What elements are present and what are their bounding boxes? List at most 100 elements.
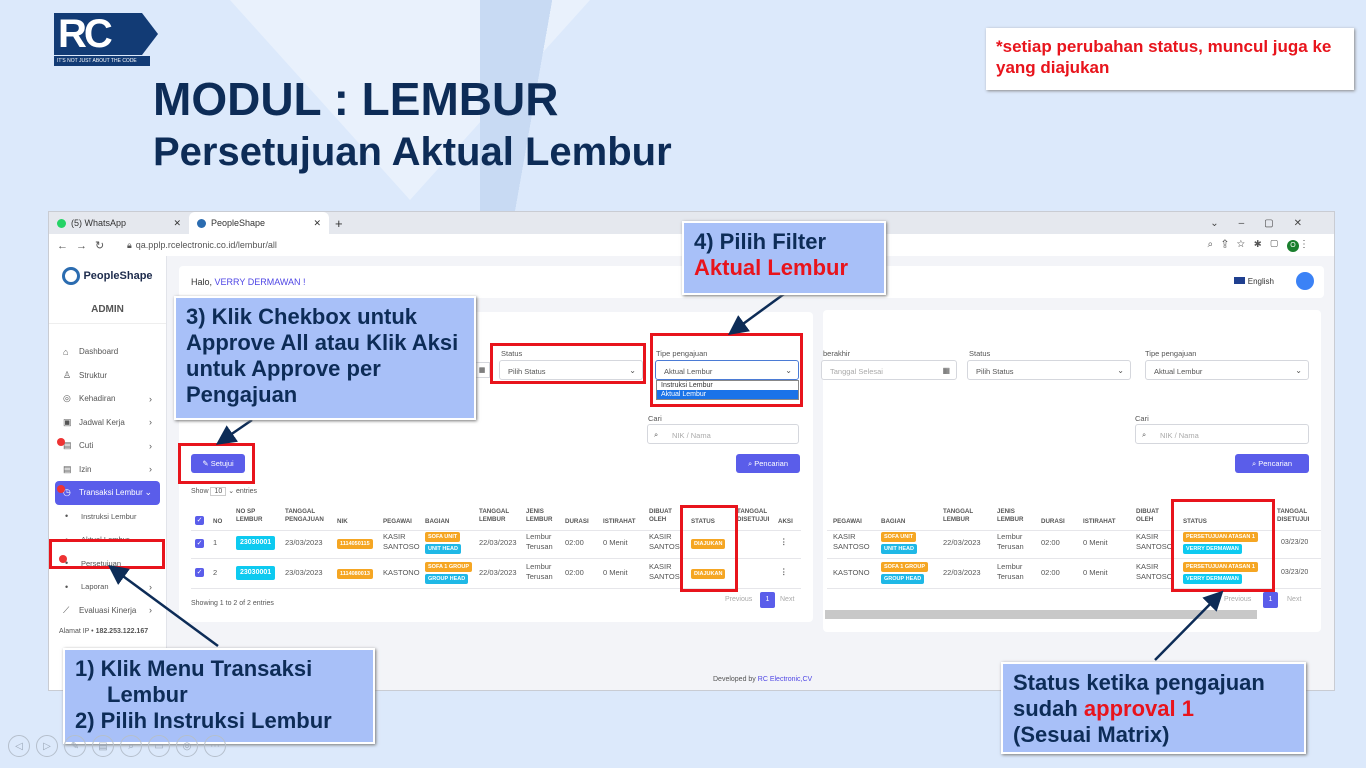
user-avatar[interactable]: [1296, 272, 1314, 290]
footer: Developed by RC Electronic,CV: [713, 676, 813, 683]
subtitle-icon[interactable]: ▭: [148, 735, 170, 757]
status-select[interactable]: Pilih Status⌄: [499, 360, 643, 380]
sidebar-item-jadwal[interactable]: ▣Jadwal Kerja›: [63, 416, 152, 428]
pointer-icon[interactable]: ◎: [176, 735, 198, 757]
th-jenis[interactable]: JENIS LEMBUR: [997, 508, 1024, 523]
th-bagian[interactable]: BAGIAN: [881, 518, 906, 525]
sidebar-item-struktur[interactable]: ♙Struktur: [63, 369, 108, 380]
th-status[interactable]: STATUS: [691, 518, 715, 525]
page-length[interactable]: Show 10 ⌄ entries: [191, 487, 258, 496]
new-tab-icon[interactable]: +: [335, 215, 343, 231]
sidebar-item-instruksi-lembur[interactable]: •Instruksi Lembur: [65, 511, 137, 522]
callout-status: Status ketika pengajuan sudah approval 1…: [1001, 662, 1306, 754]
sidebar-item-evaluasi[interactable]: ⟋Evaluasi Kinerja›: [63, 604, 152, 616]
th-status[interactable]: STATUS: [1183, 518, 1207, 525]
th-disetujui[interactable]: TANGGAL DISETUJUI: [1277, 508, 1310, 523]
page-1[interactable]: 1: [1263, 592, 1278, 608]
row-approved-date: 03/23/20: [1281, 569, 1309, 576]
row-action-menu[interactable]: ⋮: [780, 537, 788, 546]
th-tgl-lembur[interactable]: TANGGAL LEMBUR: [943, 508, 974, 523]
close-icon[interactable]: ✕: [173, 217, 181, 228]
th-bagian[interactable]: BAGIAN: [425, 518, 450, 525]
bg-shape: [480, 0, 620, 230]
option-aktual[interactable]: Aktual Lembur: [657, 390, 798, 399]
row-break: 0 Menit: [1083, 568, 1108, 577]
type-select[interactable]: Aktual Lembur⌄: [655, 360, 799, 380]
tab-whatsapp[interactable]: (5) WhatsApp✕: [49, 212, 189, 234]
type-select-2[interactable]: Aktual Lembur⌄: [1145, 360, 1309, 380]
dept-badge: SOFA 1 GROUP: [425, 562, 473, 572]
sp-number[interactable]: 23030001: [236, 536, 276, 550]
row-break: 0 Menit: [1083, 538, 1108, 547]
window-controls[interactable]: ⌄–▢✕: [1210, 217, 1322, 229]
th-sp[interactable]: NO SP LEMBUR: [236, 508, 263, 523]
row-checkbox[interactable]: ✓: [195, 539, 204, 548]
pen-icon[interactable]: ✎: [64, 735, 86, 757]
th-tgl-lembur[interactable]: TANGGAL LEMBUR: [479, 508, 510, 523]
close-icon[interactable]: ✕: [313, 217, 321, 228]
tab-peopleshape[interactable]: PeopleShape✕: [189, 212, 329, 234]
th-disetujui[interactable]: TANGGAL DISETUJUI: [737, 508, 770, 523]
next-slide-icon[interactable]: ▷: [36, 735, 58, 757]
th-aksi[interactable]: AKSI: [778, 518, 793, 525]
prev-slide-icon[interactable]: ◁: [8, 735, 30, 757]
horizontal-scrollbar[interactable]: [825, 610, 1257, 619]
sidebar-item-kehadiran[interactable]: ◎Kehadiran›: [63, 393, 152, 404]
language-switch[interactable]: English: [1233, 277, 1274, 286]
row-checkbox[interactable]: ✓: [195, 568, 204, 577]
th-pegawai[interactable]: PEGAWAI: [383, 518, 412, 525]
status-badge: DIAJUKAN: [691, 539, 726, 549]
sidebar-item-dashboard[interactable]: ⌂Dashboard: [63, 346, 119, 357]
option-instruksi[interactable]: Instruksi Lembur: [661, 382, 713, 389]
page-title: MODUL : LEMBUR: [153, 73, 559, 125]
row-approved-date: 03/23/20: [1281, 539, 1309, 546]
th-jenis[interactable]: JENIS LEMBUR: [526, 508, 553, 523]
th-istirahat[interactable]: ISTIRAHAT: [603, 518, 636, 525]
next-page[interactable]: Next: [780, 596, 795, 603]
fingerprint-icon: ◎: [63, 393, 71, 404]
sp-number[interactable]: 23030001: [236, 566, 276, 580]
search-input-2[interactable]: ⌕NIK / Nama: [1135, 424, 1309, 444]
select-all-checkbox[interactable]: ✓: [195, 516, 204, 525]
url-field[interactable]: qa.pplp.rcelectronic.co.id/lembur/all: [135, 240, 277, 250]
search-input[interactable]: ⌕NIK / Nama: [647, 424, 799, 444]
th-durasi[interactable]: DURASI: [1041, 518, 1065, 525]
sidebar-item-cuti[interactable]: ▤Cuti›: [49, 434, 166, 458]
zoom-icon[interactable]: ⌕: [120, 735, 142, 757]
th-nik[interactable]: NIK: [337, 518, 348, 525]
profile-avatar[interactable]: O: [1287, 239, 1299, 252]
prev-page[interactable]: Previous: [1224, 596, 1252, 603]
arrow-1: [107, 565, 219, 648]
next-page[interactable]: Next: [1287, 596, 1302, 603]
slides-icon[interactable]: ▤: [92, 735, 114, 757]
search-button-2[interactable]: ⌕ Pencarian: [1235, 454, 1309, 473]
th-istirahat[interactable]: ISTIRAHAT: [1083, 518, 1116, 525]
sidebar-item-persetujuan[interactable]: •Persetujuan: [49, 552, 166, 576]
th-oleh[interactable]: DIBUAT OLEH: [649, 508, 672, 523]
th-pegawai[interactable]: PEGAWAI: [833, 518, 862, 525]
row-action-menu[interactable]: ⋮: [780, 567, 788, 576]
browser-actions-icon[interactable]: ⌕⇪☆✱▢O⋮: [1207, 238, 1318, 252]
more-icon[interactable]: ⋯: [204, 735, 226, 757]
sidebar-item-laporan[interactable]: •Laporan›: [65, 581, 152, 592]
chevron-down-icon: ⌄: [1295, 366, 1302, 375]
status-select-2[interactable]: Pilih Status⌄: [967, 360, 1131, 380]
th-durasi[interactable]: DURASI: [565, 518, 589, 525]
divider: [191, 558, 801, 559]
search-button[interactable]: ⌕ Pencarian: [736, 454, 800, 473]
nav-arrows-icon[interactable]: ←→↻: [57, 239, 113, 252]
position-badge: UNIT HEAD: [425, 544, 461, 554]
page-1[interactable]: 1: [760, 592, 775, 608]
logo-icon: [62, 267, 81, 285]
prev-page[interactable]: Previous: [725, 596, 753, 603]
th-oleh[interactable]: DIBUAT OLEH: [1136, 508, 1159, 523]
end-date-input[interactable]: Tanggal Selesai▦: [821, 360, 957, 380]
th-no[interactable]: NO: [213, 518, 223, 525]
approve-button[interactable]: ✎ Setujui: [191, 454, 245, 473]
sidebar-item-transaksi-lembur[interactable]: ◷Transaksi Lembur⌄: [55, 481, 160, 505]
slide-controls: ◁ ▷ ✎ ▤ ⌕ ▭ ◎ ⋯: [8, 735, 226, 757]
calendar-icon: ▣: [63, 416, 72, 427]
row-date: 23/03/2023: [285, 538, 323, 547]
sidebar-item-izin[interactable]: ▤Izin›: [63, 463, 152, 475]
th-tgl[interactable]: TANGGAL PENGAJUAN: [285, 508, 324, 523]
